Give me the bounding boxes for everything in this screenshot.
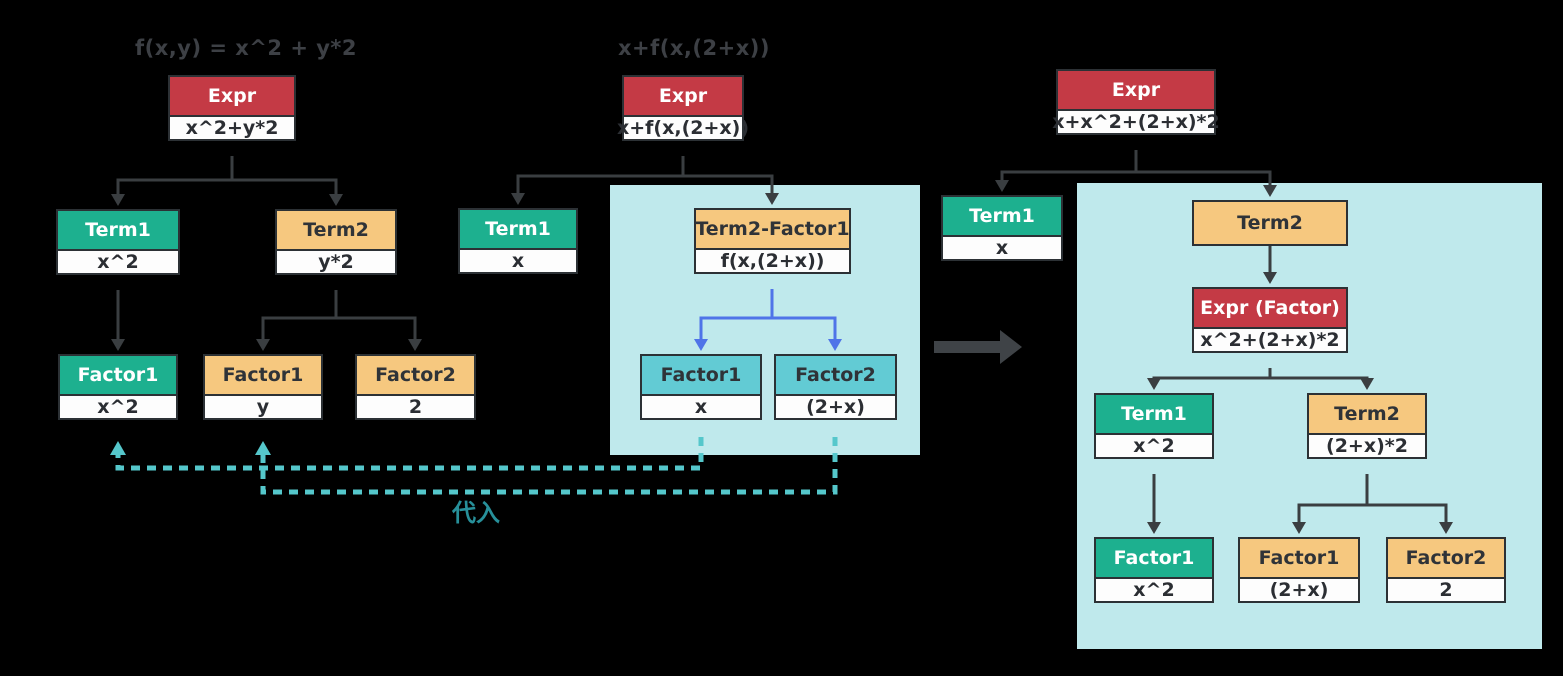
tree3-expr-node: Expr x+x^2+(2+x)*2 [1052,69,1220,135]
node-header: Factor1 [205,356,321,394]
node-header: Factor2 [776,356,895,394]
node-header: Factor1 [1240,539,1358,577]
node-body: (2+x) [1240,577,1358,601]
node-header: Factor2 [1388,539,1504,577]
tree3-term2-node: Term2 [1192,200,1348,246]
tree1-title: f(x,y) = x^2 + y*2 [135,36,358,60]
node-body: (2+x) [776,394,895,418]
node-body: x+f(x,(2+x)) [616,115,750,139]
node-header: Expr [170,77,294,115]
node-header: Term2-Factor1 [695,210,850,248]
node-body: x [642,394,760,418]
tree2-factor1-node: Factor1 x [640,354,762,420]
transform-arrow [934,330,1022,364]
node-body: y*2 [277,249,395,273]
tree1-expr-node: Expr x^2+y*2 [168,75,296,141]
tree1-term2-node: Term2 y*2 [275,209,397,275]
node-body: x^2 [1096,433,1212,457]
tree1-factor1-orange-node: Factor1 y [203,354,323,420]
node-header: Term1 [460,210,576,248]
node-header: Expr (Factor) [1194,289,1346,327]
node-body: x+x^2+(2+x)*2 [1052,109,1220,133]
tree2-term2-factor1-node: Term2-Factor1 f(x,(2+x)) [694,208,851,274]
substitution-label: 代入 [452,499,500,527]
node-header: Expr [624,77,742,115]
node-body: 2 [1388,577,1504,601]
tree2-factor2-node: Factor2 (2+x) [774,354,897,420]
node-header: Factor2 [357,356,474,394]
tree1-term1-node: Term1 x^2 [56,209,180,275]
node-header: Term2 [1309,395,1425,433]
node-body: x^2 [1096,577,1212,601]
node-body: x [460,248,576,272]
node-header: Term1 [58,211,178,249]
node-header: Expr [1058,71,1214,109]
node-body: x^2 [58,249,178,273]
node-body: f(x,(2+x)) [696,248,849,272]
node-header: Factor1 [642,356,760,394]
node-header: Term2 [277,211,395,249]
tree3-expr-factor-node: Expr (Factor) x^2+(2+x)*2 [1192,287,1348,353]
node-body: x [943,235,1061,259]
tree2-expr-node: Expr x+f(x,(2+x)) [616,75,750,141]
tree3-term1-node: Term1 x [941,195,1063,261]
tree1-factor2-orange-node: Factor2 2 [355,354,476,420]
node-body: (2+x)*2 [1309,433,1425,457]
tree3-factor1-green-node: Factor1 x^2 [1094,537,1214,603]
tree3-term2-inner-node: Term2 (2+x)*2 [1307,393,1427,459]
node-body: x^2+y*2 [170,115,294,139]
node-header: Term1 [943,197,1061,235]
node-header: Term1 [1096,395,1212,433]
node-body: x^2+(2+x)*2 [1194,327,1346,351]
tree1-factor1-green-node: Factor1 x^2 [58,354,178,420]
node-header: Term2 [1194,202,1346,244]
tree3-term1-inner-node: Term1 x^2 [1094,393,1214,459]
tree2-term1-node: Term1 x [458,208,578,274]
node-header: Factor1 [1096,539,1212,577]
tree2-title: x+f(x,(2+x)) [618,36,770,60]
node-header: Factor1 [60,356,176,394]
node-body: y [205,394,321,418]
node-body: x^2 [60,394,176,418]
tree3-factor1-orange-node: Factor1 (2+x) [1238,537,1360,603]
node-body: 2 [357,394,474,418]
tree3-factor2-orange-node: Factor2 2 [1386,537,1506,603]
